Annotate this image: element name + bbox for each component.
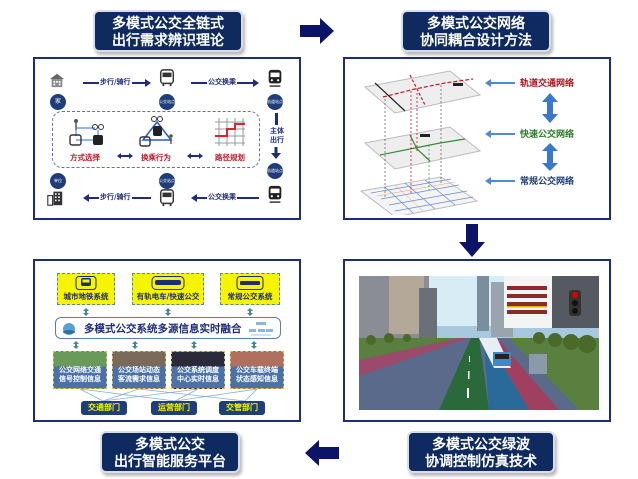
behavior-group: 方式选择 换乘行为 路径规划 — [52, 111, 260, 168]
connector-icon — [247, 308, 253, 316]
left-arrow-icon — [485, 177, 515, 185]
edge-main-trip: 主体出行 — [270, 127, 284, 144]
info-line: 公交场站动态 — [118, 366, 160, 374]
left-arrow-icon — [485, 79, 515, 87]
connector-icon — [165, 308, 171, 316]
fusion-title: 多模式公交系统多源信息实时融合 — [84, 323, 242, 335]
info-line: 客流需求信息 — [118, 375, 160, 383]
connector-icon — [132, 341, 138, 349]
system-label: 城市地铁系统 — [63, 292, 109, 301]
edge-transfer-bottom: 公交换乘 — [207, 192, 237, 202]
bus-icon — [159, 189, 175, 207]
bus-layer-plane — [359, 176, 479, 215]
left-arrow-icon — [485, 130, 515, 138]
department-traffic-police: 交管部门 — [219, 401, 265, 415]
system-tram-brt: 有轨电车/快速公交 — [132, 273, 204, 305]
department-links — [79, 389, 258, 402]
title-platform: 多模式公交 出行智能服务平台 — [100, 431, 240, 473]
metro-icon — [75, 276, 97, 290]
traffic-light-icon — [569, 290, 581, 316]
globe-icon — [63, 323, 75, 335]
behavior-mode-choice: 方式选择 — [70, 153, 100, 162]
title-line-2: 出行需求辨识理论 — [112, 33, 224, 49]
info-line: 中心实时信息 — [177, 375, 219, 383]
edge-transfer-top: 公交换乘 — [207, 77, 237, 87]
info-line: 公交网络交通 — [59, 366, 101, 374]
behavior-transfer: 换乘行为 — [141, 153, 171, 162]
info-vehicle-terminal: 公交车载终端 状态感知信息 — [230, 351, 284, 389]
mode-choice-icon — [69, 119, 104, 146]
system-metro: 城市地铁系统 — [57, 273, 115, 305]
behavior-route-planning: 路径规划 — [215, 153, 245, 162]
panel-network-design: 轨道交通网络 快速公交网络 常规公交网络 — [343, 57, 611, 220]
title-line-2: 协同耦合设计方法 — [420, 33, 532, 49]
vertical-double-arrow-icon — [542, 143, 558, 171]
train-icon — [268, 69, 282, 87]
rail-layer-plane — [363, 70, 482, 114]
connector-icon — [83, 308, 89, 316]
down-arrow-icon — [459, 224, 485, 257]
title-demand-theory: 多模式公交全链式 出行需求辨识理论 — [93, 10, 243, 52]
main-trip-line — [275, 113, 278, 125]
node-home: 家 — [50, 94, 66, 110]
building-icon — [47, 191, 63, 206]
node-rail-stop-bottom: 轨道站点 — [267, 163, 283, 179]
bus-icon — [159, 69, 175, 87]
layer-label-rail: 轨道交通网络 — [520, 79, 575, 89]
info-dispatch-center: 公交系统调度 中心实时信息 — [171, 351, 225, 389]
title-green-wave: 多模式公交绿波 协调控制仿真技术 — [407, 431, 555, 473]
layer-label-brt: 快速公交网络 — [520, 130, 575, 140]
system-label: 有轨电车/快速公交 — [136, 292, 200, 301]
network-cloud-icon — [249, 322, 273, 336]
vertical-double-arrow-icon — [542, 93, 558, 123]
bus-vehicle — [479, 338, 511, 368]
title-line-1: 多模式公交网络 — [427, 16, 525, 32]
tram-icon — [151, 276, 185, 290]
left-arrow-icon — [305, 440, 339, 466]
house-icon — [49, 73, 65, 88]
simulation-scene-image — [359, 276, 599, 410]
panel-demand-theory: 家 步行/骑行 公交站点 公交换乘 轨道站点 主体出行 方式选择 — [33, 57, 301, 220]
info-line: 信号控制信息 — [59, 375, 101, 383]
info-signal-control: 公交网络交通 信号控制信息 — [53, 351, 107, 389]
fusion-bar: 多模式公交系统多源信息实时融合 — [55, 317, 281, 339]
node-rail-stop-top: 轨道站点 — [267, 94, 283, 110]
double-arrow-icon — [117, 153, 133, 159]
department-transport: 交通部门 — [81, 401, 127, 415]
connector-icon — [73, 341, 79, 349]
right-arrow-icon — [300, 18, 334, 44]
bus-icon — [236, 276, 264, 290]
double-arrow-icon — [187, 153, 203, 159]
title-network-design: 多模式公交网络 协同耦合设计方法 — [401, 10, 551, 52]
info-station-passenger: 公交场站动态 客流需求信息 — [112, 351, 166, 389]
route-planning-icon — [215, 118, 245, 146]
info-line: 状态感知信息 — [236, 375, 278, 383]
layered-network-diagram — [359, 70, 482, 215]
edge-walk-ride-bottom: 步行/骑行 — [99, 192, 132, 202]
department-operations: 运营部门 — [151, 401, 197, 415]
node-work: 单位 — [50, 173, 66, 189]
info-line: 公交车载终端 — [236, 366, 278, 374]
info-line: 公交系统调度 — [177, 366, 219, 374]
layer-label-bus: 常规公交网络 — [520, 177, 575, 187]
train-icon — [268, 185, 282, 203]
title-line-1: 多模式公交 — [135, 437, 205, 453]
transfer-behavior-icon — [139, 116, 173, 147]
title-line-1: 多模式公交全链式 — [112, 16, 224, 32]
title-line-2: 出行智能服务平台 — [114, 454, 226, 470]
node-bus-stop-top: 公交站点 — [159, 94, 175, 110]
panel-simulation — [343, 259, 611, 422]
node-bus-stop-bottom: 公交站点 — [159, 173, 175, 189]
down-arrow-icon — [271, 147, 281, 159]
connector-icon — [191, 341, 197, 349]
connector-icon — [251, 341, 257, 349]
panel-platform: 城市地铁系统 有轨电车/快速公交 常规公交系统 多模式公交系统多源信息实时融合 … — [33, 259, 301, 422]
system-bus: 常规公交系统 — [220, 273, 280, 305]
title-line-1: 多模式公交绿波 — [432, 437, 530, 453]
system-label: 常规公交系统 — [227, 292, 273, 301]
title-line-2: 协调控制仿真技术 — [425, 454, 537, 470]
brt-layer-plane — [363, 126, 482, 170]
edge-walk-ride-top: 步行/骑行 — [99, 77, 132, 87]
